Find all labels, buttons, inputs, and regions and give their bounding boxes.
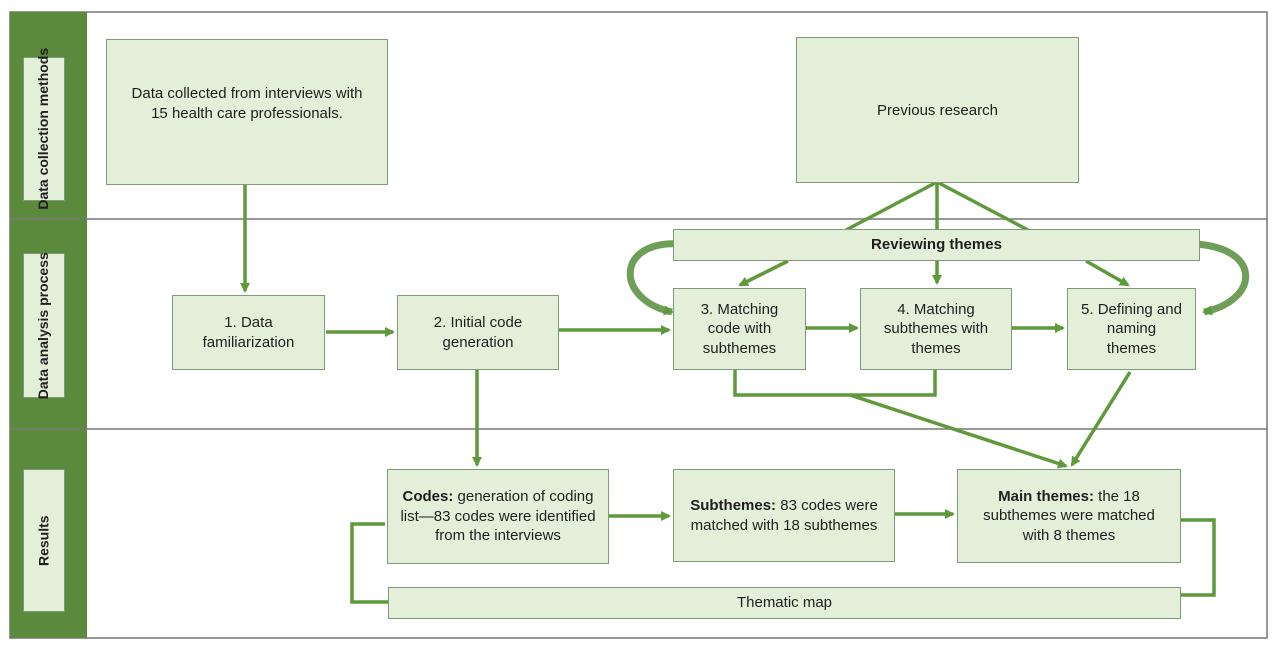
review-loop-right — [1194, 240, 1250, 316]
main-themes-label: Main themes: — [998, 487, 1094, 505]
lane-label-analysis-text: Data analysis process — [35, 251, 52, 400]
main-themes-text: the 18 subthemes were matched with 8 the… — [983, 487, 1155, 544]
lane-label-results: Results — [23, 469, 65, 612]
bracket-map-left — [350, 522, 388, 604]
lane-label-analysis: Data analysis process — [23, 251, 65, 400]
codes-text: generation of coding list—83 codes were … — [400, 488, 596, 545]
codes-result-box: Codes: generation of coding list—83 code… — [387, 469, 609, 564]
arrow-bracket-main — [849, 393, 1068, 469]
interviews-box: Data collected from interviews with 15 h… — [106, 39, 388, 185]
main-themes-result-box: Main themes: the 18 subthemes were match… — [957, 469, 1181, 563]
step-5-defining: 5. Defining and naming themes — [1067, 288, 1196, 370]
previous-research-box: Previous research — [796, 37, 1079, 183]
bracket-3-4 — [733, 370, 937, 397]
thematic-map-box: Thematic map — [388, 587, 1181, 619]
step-4-matching-subthemes: 4. Matching subthemes with themes — [860, 288, 1012, 370]
arrow-review-3 — [738, 259, 789, 287]
lane-label-collection: Data collection methods — [23, 48, 65, 210]
arrow-research-left — [845, 180, 938, 232]
lane-label-results-text: Results — [35, 515, 52, 566]
reviewing-themes-box: Reviewing themes — [673, 229, 1200, 261]
subthemes-result-box: Subthemes: 83 codes were matched with 18… — [673, 469, 895, 562]
step-1-familiarization: 1. Data familiarization — [172, 295, 325, 370]
review-loop-left — [626, 240, 681, 316]
arrow-research-right — [936, 180, 1029, 232]
step-3-matching-code: 3. Matching code with subthemes — [673, 288, 806, 370]
lane-label-collection-text: Data collection methods — [35, 48, 52, 210]
step-2-initial-code: 2. Initial code generation — [397, 295, 559, 370]
subthemes-text: 83 codes were matched with 18 subthemes — [690, 497, 878, 534]
arrow-5-main — [1070, 371, 1132, 467]
bracket-map-right — [1181, 518, 1216, 597]
arrow-review-5 — [1085, 259, 1130, 287]
codes-label: Codes: — [402, 488, 454, 506]
subthemes-label: Subthemes: — [690, 497, 777, 514]
